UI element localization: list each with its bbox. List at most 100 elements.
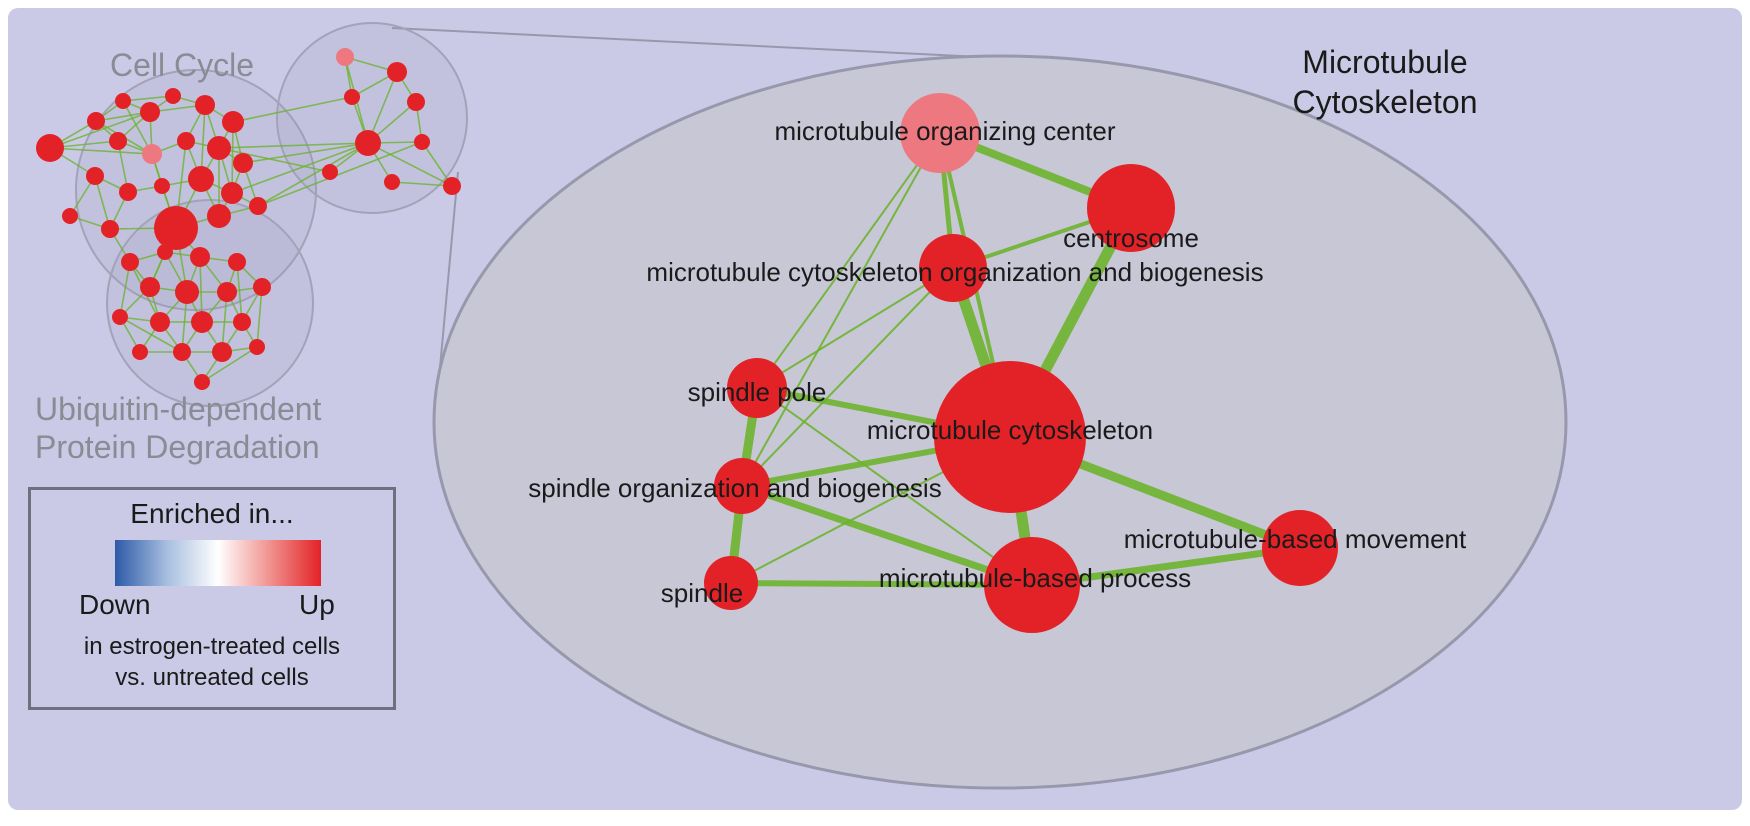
- node-label-mbm: microtubule-based movement: [1124, 524, 1467, 554]
- mini-node: [253, 278, 271, 296]
- mini-node: [177, 132, 195, 150]
- mini-node: [154, 206, 198, 250]
- mini-node: [414, 134, 430, 150]
- mini-edge: [49, 111, 151, 149]
- mini-node: [165, 88, 181, 104]
- mini-node: [140, 277, 160, 297]
- mini-node: [228, 253, 246, 271]
- cluster-circle-ubiquitin: [106, 199, 314, 407]
- legend-caption-line1: in estrogen-treated cells: [83, 633, 341, 660]
- mini-node: [175, 280, 199, 304]
- mini-node: [222, 111, 244, 133]
- detail-edge-sob-mbp: [740, 482, 1034, 589]
- mini-node: [173, 343, 191, 361]
- mini-node: [112, 309, 128, 325]
- mini-node: [443, 177, 461, 195]
- mini-node: [384, 174, 400, 190]
- mini-edge: [391, 181, 453, 187]
- detail-cluster-title-line1: Microtubule: [1302, 44, 1468, 80]
- mini-node: [150, 312, 170, 332]
- mini-edge: [94, 175, 111, 230]
- detail-edge-spindle-mbp: [730, 580, 1033, 588]
- ubiquitin-label-line2: Protein Degradation: [35, 429, 320, 465]
- mini-node: [157, 244, 173, 260]
- mini-node: [212, 342, 232, 362]
- mini-node: [207, 204, 231, 228]
- mini-edge: [242, 142, 369, 164]
- node-label-mc: microtubule cytoskeleton: [867, 415, 1153, 445]
- mini-nodes-layer: [36, 48, 461, 390]
- node-spindle[interactable]: [704, 556, 758, 610]
- mini-node: [194, 374, 210, 390]
- ubiquitin-cluster-label: Ubiquitin-dependent Protein Degradation: [35, 390, 321, 466]
- node-label-mbp: microtubule-based process: [879, 563, 1191, 593]
- mini-node: [62, 208, 78, 224]
- mini-node: [191, 311, 213, 333]
- zoom-cone-line: [391, 27, 1003, 59]
- mini-node: [195, 95, 215, 115]
- detail-labels-layer: microtubule organizing center centrosome m…: [528, 116, 1467, 608]
- node-mcob[interactable]: [919, 234, 987, 302]
- legend-up-label: Up: [299, 589, 335, 620]
- node-mbm[interactable]: [1262, 510, 1338, 586]
- node-label-spindle: spindle: [661, 578, 743, 608]
- mini-node: [121, 253, 139, 271]
- node-label-sp: spindle pole: [688, 377, 827, 407]
- node-sp[interactable]: [727, 358, 787, 418]
- legend-caption: in estrogen-treated cells vs. untreated …: [31, 631, 393, 693]
- mini-node: [109, 132, 127, 150]
- mini-node: [132, 344, 148, 360]
- node-label-moc: microtubule organizing center: [774, 116, 1115, 146]
- mini-node: [344, 89, 360, 105]
- mini-node: [154, 178, 170, 194]
- mini-edge: [232, 96, 353, 123]
- node-cen[interactable]: [1087, 164, 1175, 252]
- mini-node: [233, 153, 253, 173]
- mini-node: [322, 164, 338, 180]
- detail-nodes-layer: [704, 93, 1338, 633]
- legend-box: Enriched in... Down Up in estrogen-treat…: [28, 487, 396, 710]
- detail-edge-moc-sob: [741, 132, 941, 487]
- mini-node: [188, 166, 214, 192]
- mini-node: [87, 112, 105, 130]
- legend-title: Enriched in...: [130, 498, 294, 529]
- mini-edge: [236, 261, 243, 323]
- mini-node: [355, 130, 381, 156]
- mini-edge: [201, 346, 258, 383]
- node-label-cen: centrosome: [1063, 223, 1199, 253]
- mini-node: [190, 247, 210, 267]
- mini-edge: [256, 286, 263, 348]
- detail-edge-moc-sp: [756, 132, 941, 389]
- detail-cluster-title: Microtubule Cytoskeleton: [1293, 42, 1478, 122]
- mini-node: [36, 134, 64, 162]
- mini-node: [115, 93, 131, 109]
- mini-node: [101, 220, 119, 238]
- mini-node: [142, 144, 162, 164]
- node-mbp[interactable]: [984, 537, 1080, 633]
- node-label-sob: spindle organization and biogenesis: [528, 473, 941, 503]
- mini-edge: [218, 147, 331, 173]
- legend-down-label: Down: [79, 589, 151, 620]
- node-label-mcob: microtubule cytoskeleton organization an…: [646, 257, 1263, 287]
- mini-node: [86, 167, 104, 185]
- node-mc[interactable]: [934, 361, 1086, 513]
- node-moc[interactable]: [900, 93, 980, 173]
- mini-edge: [122, 100, 153, 155]
- mini-node: [249, 339, 265, 355]
- mini-node: [207, 136, 231, 160]
- detail-edge-mcob-sob: [741, 267, 954, 487]
- mini-edge: [218, 142, 369, 149]
- cell-cycle-cluster-label: Cell Cycle: [110, 47, 255, 83]
- mini-edge: [119, 261, 131, 318]
- mini-node: [336, 48, 354, 66]
- mini-edge: [367, 142, 453, 187]
- cluster-circle-microtubule-cytoskeleton: [276, 22, 468, 214]
- mini-node: [140, 102, 160, 122]
- mini-edge: [257, 141, 423, 207]
- legend-caption-line2: vs. untreated cells: [115, 664, 309, 691]
- mini-edge: [122, 95, 174, 102]
- node-sob[interactable]: [714, 458, 770, 514]
- mini-node: [221, 182, 243, 204]
